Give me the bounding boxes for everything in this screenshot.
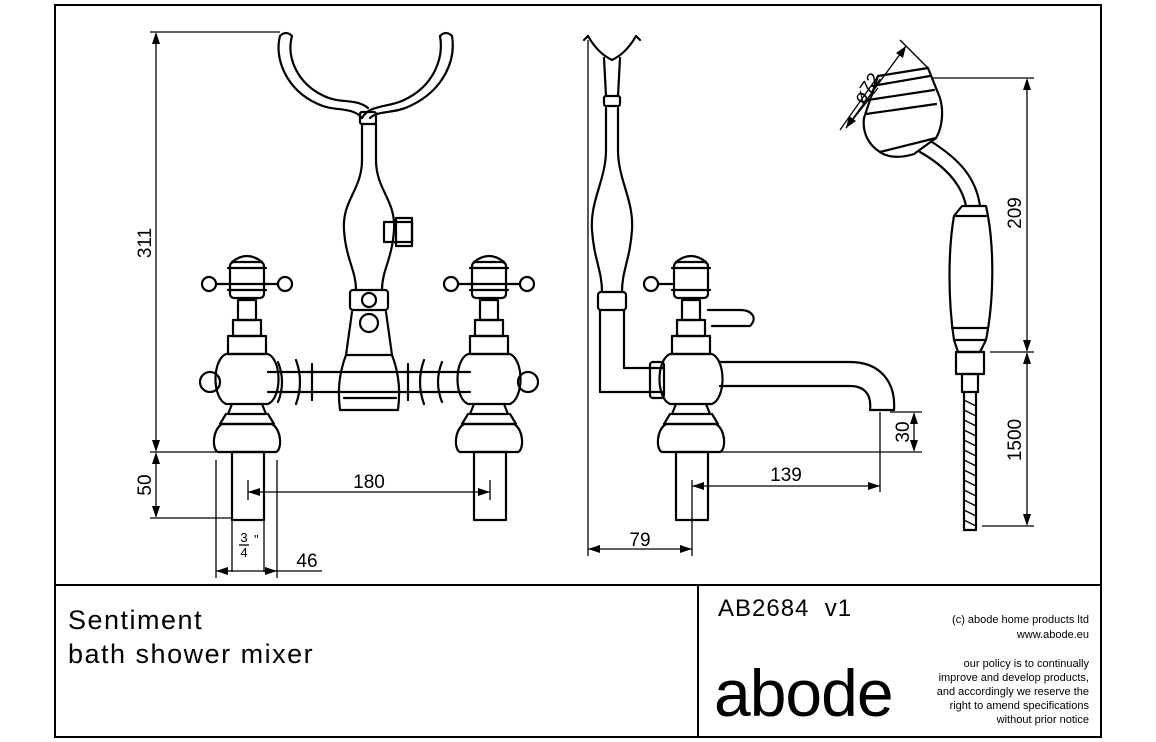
policy-line-3: and accordingly we reserve the bbox=[937, 686, 1089, 698]
copyright-text: (c) abode home products ltd bbox=[952, 614, 1089, 626]
policy-line-2: improve and develop products, bbox=[939, 672, 1089, 684]
dimension-tail-width: 46 bbox=[296, 551, 317, 572]
dimension-spout-height: 30 bbox=[893, 421, 914, 442]
handset-dimensions: ø72 209 1500 bbox=[839, 39, 1034, 527]
side-view-dimensions: 79 139 30 bbox=[587, 40, 922, 556]
handset-drawing bbox=[862, 66, 994, 532]
product-code: AB2684 v1 bbox=[718, 595, 852, 622]
website-text: www.abode.eu bbox=[1016, 629, 1089, 641]
brand-logo-text: abode bbox=[714, 656, 893, 730]
right-tap bbox=[442, 254, 540, 522]
left-tap bbox=[198, 254, 294, 522]
dimension-tail-size-denominator: 4 bbox=[240, 545, 247, 560]
front-view-dimensions: 311 50 180 3 4 " 46 bbox=[135, 31, 491, 578]
policy-line-1: our policy is to continually bbox=[964, 658, 1090, 670]
dimension-spout-projection: 139 bbox=[770, 465, 802, 486]
dimension-side-depth: 79 bbox=[629, 530, 650, 551]
dimension-tail-size-numerator: 3 bbox=[240, 530, 247, 545]
policy-line-4: right to amend specifications bbox=[950, 700, 1090, 712]
product-name: Sentiment bbox=[68, 605, 203, 635]
dimension-hose-length: 1500 bbox=[1005, 419, 1026, 461]
product-description: bath shower mixer bbox=[68, 639, 314, 669]
dimension-tail-height: 50 bbox=[135, 474, 156, 495]
title-block: Sentiment bath shower mixer AB2684 v1 ab… bbox=[68, 595, 1089, 730]
dimension-tap-centres: 180 bbox=[353, 472, 385, 493]
policy-line-5: without prior notice bbox=[996, 714, 1089, 726]
dimension-overall-height: 311 bbox=[135, 228, 156, 258]
side-view-drawing bbox=[582, 34, 896, 522]
sheet-border bbox=[54, 4, 1102, 738]
dimension-handset-length: 209 bbox=[1005, 197, 1026, 229]
front-view-drawing bbox=[198, 31, 540, 522]
dimension-tail-size-unit: " bbox=[254, 532, 259, 547]
